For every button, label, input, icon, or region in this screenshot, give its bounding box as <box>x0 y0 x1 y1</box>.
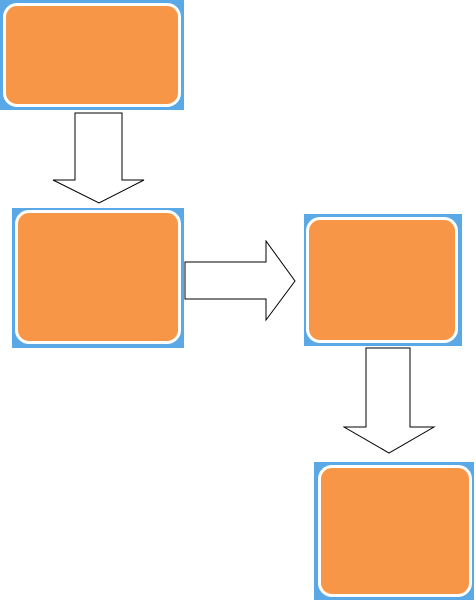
arrow-down-2-svg <box>343 347 436 454</box>
process-box-1 <box>3 3 181 107</box>
arrow-right-1-shape <box>184 240 296 322</box>
process-box-2 <box>15 210 181 344</box>
arrow-down-1-svg <box>52 112 145 204</box>
arrow-right-1-svg <box>184 240 296 322</box>
process-box-4 <box>318 465 472 597</box>
arrow-right-1 <box>184 240 297 322</box>
arrow-down-1-shape <box>52 112 145 204</box>
arrow-down-2-shape <box>343 347 436 454</box>
process-box-3 <box>306 217 458 343</box>
arrow-down-1 <box>52 112 146 204</box>
arrow-down-2 <box>343 347 436 454</box>
